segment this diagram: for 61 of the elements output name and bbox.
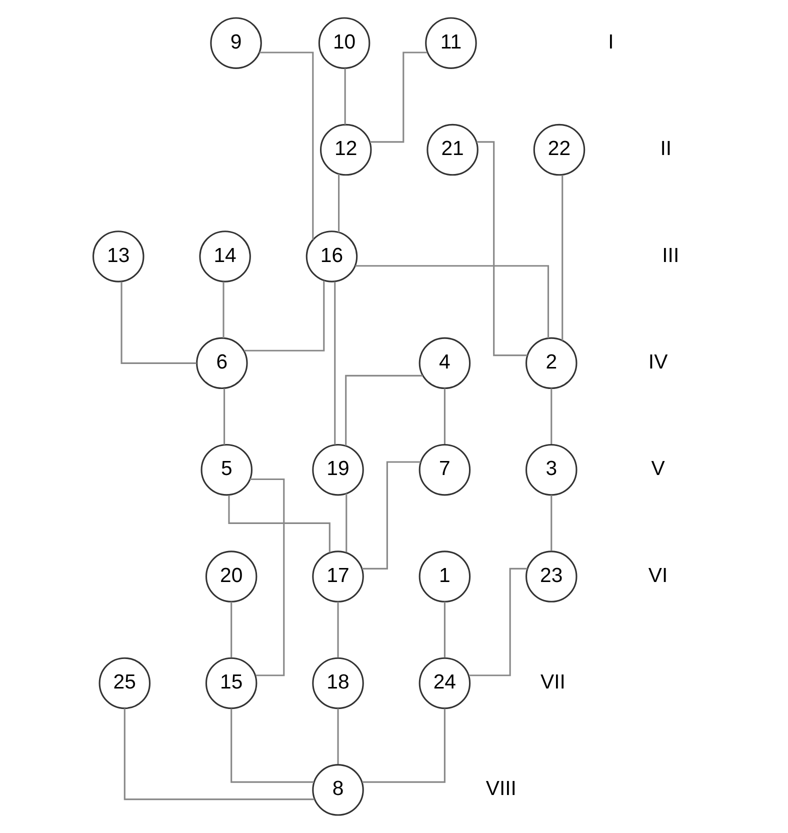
label: VI bbox=[648, 564, 668, 587]
connector bbox=[369, 52, 427, 143]
label: V bbox=[650, 458, 664, 480]
node-circle: 19 bbox=[312, 444, 364, 496]
connector bbox=[476, 141, 527, 356]
connector bbox=[443, 388, 445, 444]
connector bbox=[230, 708, 314, 783]
connector bbox=[362, 708, 445, 783]
label: II bbox=[660, 138, 672, 160]
connector bbox=[550, 495, 552, 551]
node-circle: 15 bbox=[204, 657, 257, 710]
node-circle: 17 bbox=[312, 550, 364, 602]
label: IV bbox=[648, 351, 668, 374]
node-circle: 14 bbox=[198, 230, 250, 282]
node-circle: 12 bbox=[319, 124, 372, 176]
node-circle: 1 bbox=[418, 550, 470, 602]
connector bbox=[230, 602, 232, 658]
node-circle: 2 bbox=[525, 337, 577, 390]
node-circle: 13 bbox=[92, 230, 144, 282]
connector bbox=[123, 708, 314, 800]
node-circle: 25 bbox=[98, 657, 150, 710]
node-circle: 20 bbox=[204, 550, 257, 602]
connector bbox=[336, 602, 338, 658]
connector bbox=[362, 461, 420, 570]
label: VII bbox=[540, 672, 565, 694]
node-circle: 21 bbox=[426, 124, 478, 176]
node-circle: 3 bbox=[525, 444, 577, 496]
connector bbox=[222, 282, 224, 338]
node-circle: 10 bbox=[318, 17, 370, 69]
connector bbox=[228, 495, 330, 552]
node-circle: 7 bbox=[418, 444, 470, 496]
connector bbox=[334, 282, 336, 445]
connector bbox=[443, 602, 445, 658]
node-circle: 24 bbox=[418, 657, 470, 710]
connector bbox=[345, 494, 347, 552]
label: III bbox=[662, 244, 679, 267]
connector bbox=[344, 374, 422, 446]
connector bbox=[249, 478, 284, 676]
connector bbox=[338, 174, 340, 232]
node-circle: 4 bbox=[418, 337, 470, 390]
connector bbox=[468, 568, 527, 676]
label: VIII bbox=[485, 778, 516, 800]
node-circle: 22 bbox=[532, 124, 585, 176]
node-circle: 23 bbox=[525, 550, 577, 602]
connector bbox=[550, 388, 552, 444]
connector bbox=[354, 265, 549, 338]
node-circle: 11 bbox=[424, 17, 476, 69]
node-circle: 8 bbox=[312, 764, 364, 816]
node-circle: 16 bbox=[305, 230, 358, 282]
label: I bbox=[608, 31, 614, 54]
node-circle: 18 bbox=[312, 657, 364, 710]
connector bbox=[120, 282, 196, 364]
node-circle: 5 bbox=[200, 444, 252, 496]
connector bbox=[244, 280, 324, 352]
connector bbox=[223, 388, 225, 445]
connector bbox=[344, 68, 346, 125]
connector bbox=[561, 175, 563, 340]
connector bbox=[336, 708, 338, 764]
connector bbox=[259, 52, 314, 240]
node-circle: 9 bbox=[210, 17, 262, 69]
node-circle: 6 bbox=[196, 337, 248, 390]
